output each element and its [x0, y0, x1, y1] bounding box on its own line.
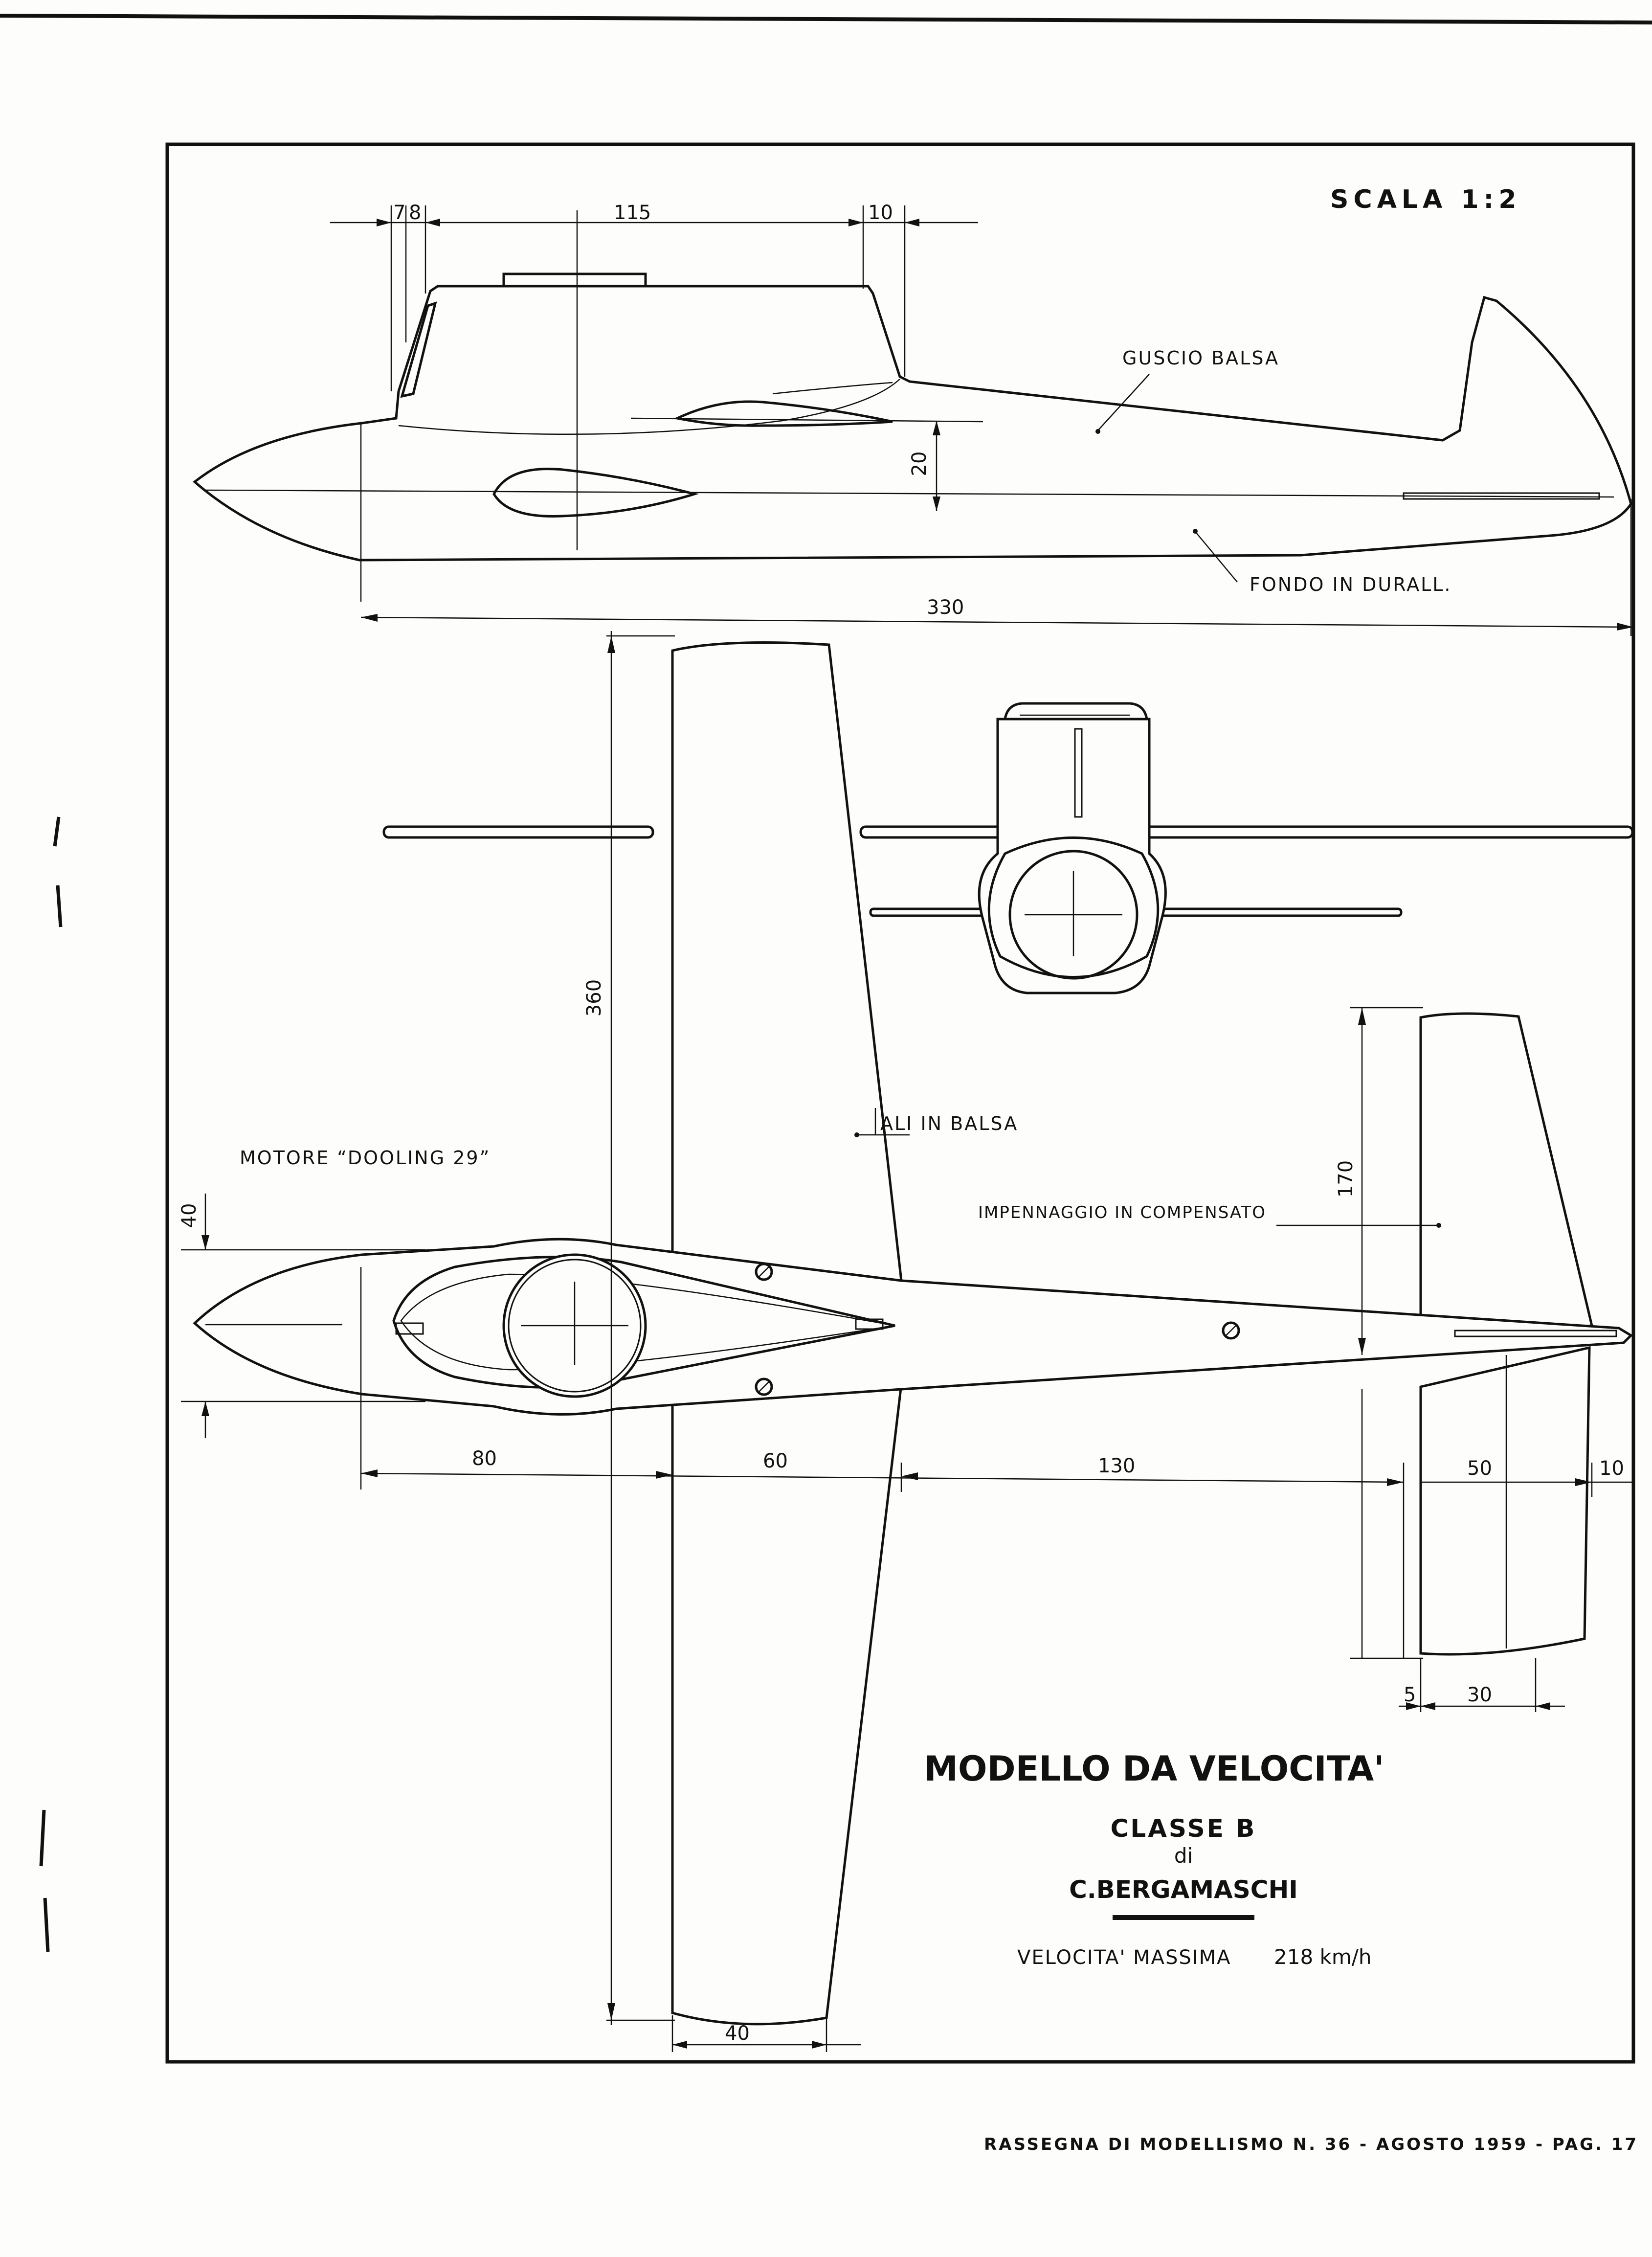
side-top-dimensions: 7 8 115 10 — [330, 202, 978, 391]
dim-5: 5 — [1404, 1684, 1416, 1706]
margin-scan-mark — [53, 816, 61, 847]
front-canopy — [1004, 702, 1148, 720]
margin-scan-mark — [43, 1897, 50, 1952]
front-view — [382, 702, 1634, 994]
side-canopy-hatch — [502, 272, 647, 286]
title-by: di — [1174, 1844, 1193, 1868]
plan-dims-5-30: 5 30 — [1399, 1658, 1565, 1712]
label-motore: MOTORE “DOOLING 29” — [240, 1147, 491, 1169]
svg-text:IMPENNAGGIO IN COMPENSATO: IMPENNAGGIO IN COMPENSATO — [978, 1203, 1266, 1222]
plan-wing-tab-left — [395, 1322, 424, 1335]
side-waist-line — [398, 379, 900, 435]
label-impennaggio: IMPENNAGGIO IN COMPENSATO — [978, 1203, 1441, 1228]
side-tail-slot — [1403, 492, 1600, 500]
screw-icon — [755, 1377, 773, 1396]
front-stab-right — [1155, 907, 1403, 917]
page-top-rule — [0, 14, 1652, 24]
dim-60: 60 — [763, 1450, 788, 1472]
dim-115: 115 — [614, 202, 651, 224]
dim-20: 20 — [908, 451, 931, 476]
plan-wing-tab-right — [855, 1318, 884, 1330]
label-guscio-balsa: GUSCIO BALSA — [1095, 347, 1279, 434]
dim-330: 330 — [927, 596, 964, 619]
plan-stab-lower — [1419, 1346, 1591, 1656]
plan-cockpit-inner — [400, 1273, 895, 1371]
svg-text:MOTORE “DOOLING 29”: MOTORE “DOOLING 29” — [240, 1147, 491, 1169]
side-centerline — [205, 489, 1614, 498]
front-wing-left — [382, 825, 654, 839]
dim-10-top: 10 — [868, 202, 893, 224]
plan-dim-40-left: 40 — [178, 1194, 425, 1438]
margin-scan-mark — [39, 1809, 46, 1867]
title-class: CLASSE B — [1111, 1814, 1257, 1843]
margin-scan-mark — [56, 885, 63, 927]
title-author: C.BERGAMASCHI — [1069, 1875, 1298, 1904]
plan-wing-lower — [671, 1383, 903, 2026]
side-airfoil-centerline — [630, 417, 983, 423]
side-lower-airfoil — [492, 468, 699, 518]
front-wing-right — [859, 825, 1634, 839]
plan-view: 360 40 80 60 130 — [178, 631, 1634, 2052]
side-windshield — [400, 301, 437, 398]
side-dim-330: 330 — [360, 499, 1634, 636]
dim-30: 30 — [1467, 1684, 1492, 1706]
dim-40-left: 40 — [178, 1203, 201, 1228]
dim-360: 360 — [583, 979, 605, 1016]
dim-7: 7 — [393, 202, 405, 224]
front-cowl-ring — [987, 836, 1160, 978]
plan-engine-disc-inner — [508, 1259, 642, 1393]
speed-value: 218 km/h — [1274, 1945, 1372, 1969]
svg-text:ALI IN BALSA: ALI IN BALSA — [880, 1113, 1018, 1134]
dim-8: 8 — [409, 202, 421, 224]
dim-80: 80 — [472, 1447, 497, 1470]
plan-wing-upper — [671, 641, 903, 1282]
side-view: 7 8 115 10 20 330 GUSCIO BALSA FONDO — [193, 202, 1634, 636]
front-windshield-strip — [1074, 728, 1083, 818]
title-block: MODELLO DA VELOCITA' CLASSE B di C.BERGA… — [924, 1749, 1384, 1969]
title-main: MODELLO DA VELOCITA' — [924, 1749, 1384, 1789]
plan-dim-40-bottom: 40 — [671, 2015, 861, 2052]
plan-dim-170: 170 — [1335, 1007, 1423, 1659]
plan-dims-bottom-row: 80 60 130 50 10 — [360, 1447, 1634, 1658]
scale-label: SCALA 1:2 — [1330, 185, 1521, 214]
side-airfoil-upper-line — [772, 382, 893, 395]
plan-fuselage — [193, 1238, 1633, 1416]
side-dim-20: 20 — [908, 421, 940, 511]
plan-stab-upper — [1419, 1012, 1594, 1352]
svg-text:GUSCIO BALSA: GUSCIO BALSA — [1122, 347, 1279, 369]
label-ali-in-balsa: ALI IN BALSA — [854, 1108, 1018, 1137]
front-prop-disc — [1008, 850, 1139, 980]
plan-dim-360: 360 — [583, 631, 675, 2025]
label-fondo-durall: FONDO IN DURALL. — [1193, 529, 1452, 595]
screw-icon — [1222, 1321, 1240, 1340]
dim-10-right: 10 — [1599, 1457, 1624, 1480]
side-fuselage — [193, 285, 1632, 562]
svg-text:FONDO IN DURALL.: FONDO IN DURALL. — [1250, 574, 1452, 595]
dim-50: 50 — [1467, 1457, 1492, 1480]
screw-icon — [755, 1263, 773, 1281]
dim-40-bottom: 40 — [725, 2022, 750, 2045]
page-footer: RASSEGNA DI MODELLISMO N. 36 - AGOSTO 19… — [984, 2135, 1638, 2154]
speed-label: VELOCITA' MASSIMA — [1017, 1946, 1231, 1969]
dim-130: 130 — [1098, 1455, 1135, 1477]
front-fuselage — [978, 718, 1167, 994]
drawing-frame — [165, 142, 1635, 2064]
dim-170: 170 — [1335, 1160, 1357, 1197]
side-wing-airfoil — [673, 400, 893, 427]
plan-tail-slot — [1454, 1330, 1617, 1337]
